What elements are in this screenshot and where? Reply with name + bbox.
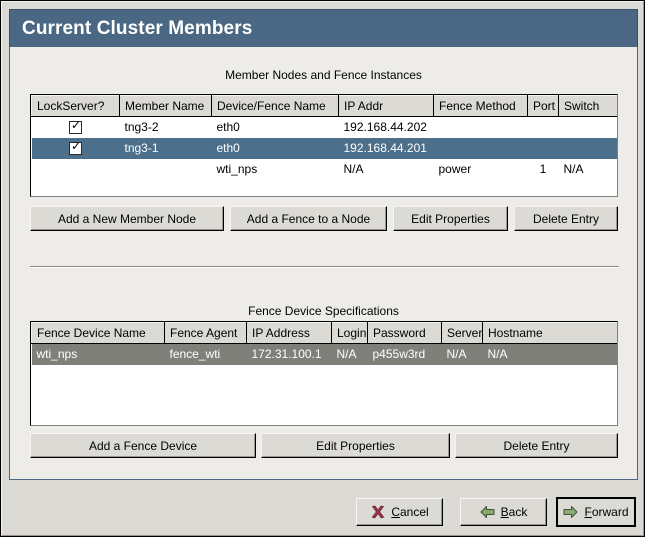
cell-ip-addr: 192.168.44.202 xyxy=(338,116,434,138)
cell-login: N/A xyxy=(331,343,368,365)
forward-button-label: Forward xyxy=(584,505,629,519)
col-login[interactable]: Login xyxy=(331,322,368,344)
arrow-right-icon xyxy=(563,505,579,519)
col-fence-agent[interactable]: Fence Agent xyxy=(164,322,247,344)
table-row[interactable]: wti_nps N/A power 1 N/A xyxy=(31,158,617,180)
fence-table-header-row: Fence Device Name Fence Agent IP Address… xyxy=(31,322,617,344)
dialog-button-bar: Cancel Back Forward xyxy=(2,488,645,537)
fence-devices-table[interactable]: Fence Device Name Fence Agent IP Address… xyxy=(30,321,618,426)
add-fence-device-button[interactable]: Add a Fence Device xyxy=(30,433,256,458)
cancel-x-icon xyxy=(370,505,386,519)
table-row[interactable]: wti_nps fence_wti 172.31.100.1 N/A p455w… xyxy=(31,343,617,365)
cell-lockserver[interactable]: ✓ xyxy=(31,137,120,159)
cell-device-fence-name: eth0 xyxy=(211,116,339,138)
col-fence-device-name[interactable]: Fence Device Name xyxy=(31,322,165,344)
cell-ip-addr: N/A xyxy=(338,158,434,180)
member-nodes-table[interactable]: LockServer? Member Name Device/Fence Nam… xyxy=(30,94,618,197)
cell-member-name xyxy=(119,158,212,180)
arrow-left-icon xyxy=(480,505,496,519)
back-button[interactable]: Back xyxy=(460,498,547,526)
cell-ip-address: 172.31.100.1 xyxy=(246,343,332,365)
col-port[interactable]: Port xyxy=(527,95,559,117)
col-ip-address[interactable]: IP Address xyxy=(246,322,332,344)
member-section-caption: Member Nodes and Fence Instances xyxy=(225,68,422,82)
cell-password: p455w3rd xyxy=(367,343,442,365)
dialog-title: Current Cluster Members xyxy=(22,17,253,39)
cell-device-fence-name: eth0 xyxy=(211,137,339,159)
col-ip-addr[interactable]: IP Addr xyxy=(338,95,434,117)
add-new-member-node-button[interactable]: Add a New Member Node xyxy=(30,206,224,231)
lockserver-checkbox[interactable]: ✓ xyxy=(69,118,82,135)
col-hostname[interactable]: Hostname xyxy=(482,322,617,344)
edit-properties-button[interactable]: Edit Properties xyxy=(393,206,508,231)
delete-entry-button-2[interactable]: Delete Entry xyxy=(455,433,618,458)
cancel-button[interactable]: Cancel xyxy=(356,498,443,526)
cancel-button-label: Cancel xyxy=(391,505,429,519)
cell-server: N/A xyxy=(441,343,483,365)
cell-ip-addr: 192.168.44.201 xyxy=(338,137,434,159)
cell-member-name: tng3-1 xyxy=(119,137,212,159)
cell-lockserver[interactable] xyxy=(31,158,120,180)
cell-fence-method xyxy=(433,137,528,159)
col-member-name[interactable]: Member Name xyxy=(119,95,212,117)
dialog-titlebar: Current Cluster Members xyxy=(9,9,638,47)
forward-button[interactable]: Forward xyxy=(556,497,636,527)
cell-port xyxy=(527,137,559,159)
cell-lockserver[interactable]: ✓ xyxy=(31,116,120,138)
cell-switch: N/A xyxy=(558,158,617,180)
cell-port xyxy=(527,116,559,138)
cell-fence-device-name: wti_nps xyxy=(31,343,165,365)
cell-fence-method xyxy=(433,116,528,138)
cell-switch xyxy=(558,116,617,138)
add-fence-to-node-button[interactable]: Add a Fence to a Node xyxy=(230,206,387,231)
fence-section-caption: Fence Device Specifications xyxy=(248,304,399,318)
cell-hostname: N/A xyxy=(482,343,617,365)
cell-switch xyxy=(558,137,617,159)
table-row[interactable]: ✓ tng3-1 eth0 192.168.44.201 xyxy=(31,137,617,159)
cell-port: 1 xyxy=(527,158,559,180)
cell-fence-agent: fence_wti xyxy=(164,343,247,365)
lockserver-checkbox[interactable]: ✓ xyxy=(69,139,82,156)
col-server[interactable]: Server xyxy=(441,322,483,344)
cell-member-name: tng3-2 xyxy=(119,116,212,138)
cell-fence-method: power xyxy=(433,158,528,180)
member-table-header-row: LockServer? Member Name Device/Fence Nam… xyxy=(31,95,617,117)
col-fence-method[interactable]: Fence Method xyxy=(433,95,528,117)
delete-entry-button[interactable]: Delete Entry xyxy=(514,206,618,231)
col-switch[interactable]: Switch xyxy=(558,95,617,117)
dialog-content-panel: Member Nodes and Fence Instances LockSer… xyxy=(9,47,638,480)
cell-device-fence-name: wti_nps xyxy=(211,158,339,180)
col-password[interactable]: Password xyxy=(367,322,442,344)
edit-properties-button-2[interactable]: Edit Properties xyxy=(261,433,450,458)
back-button-label: Back xyxy=(500,505,528,519)
table-row[interactable]: ✓ tng3-2 eth0 192.168.44.202 xyxy=(31,116,617,138)
section-separator xyxy=(30,266,619,268)
col-lockserver[interactable]: LockServer? xyxy=(31,95,120,117)
col-device-fence-name[interactable]: Device/Fence Name xyxy=(211,95,339,117)
